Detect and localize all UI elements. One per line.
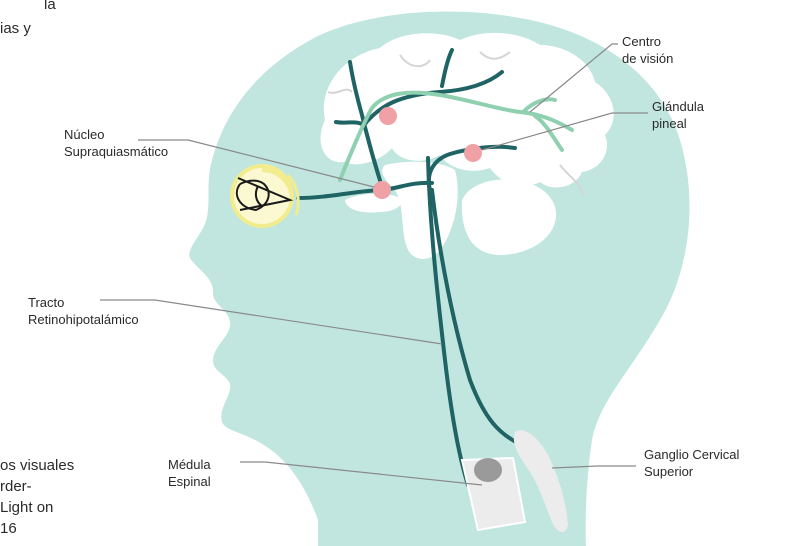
label-tracto-retinohipotalamico: Tracto Retinohipotalámico — [28, 294, 139, 328]
cropped-text-top-2: ias y — [0, 18, 31, 39]
cropped-text-bottom: os visuales rder- Light on 16 — [0, 455, 74, 539]
label-glandula-pineal: Glándula pineal — [652, 98, 704, 132]
cropped-text-top: la — [44, 0, 56, 15]
node-vision — [379, 107, 397, 125]
label-nucleo-supraquiasmatico: Núcleo Supraquiasmático — [64, 126, 168, 160]
label-ganglio-cervical: Ganglio Cervical Superior — [644, 446, 739, 480]
label-medula-espinal: Médula Espinal — [168, 456, 211, 490]
node-pineal — [464, 144, 482, 162]
node-suprachiasmatic — [373, 181, 391, 199]
label-centro-vision: Centro de visión — [622, 33, 673, 67]
